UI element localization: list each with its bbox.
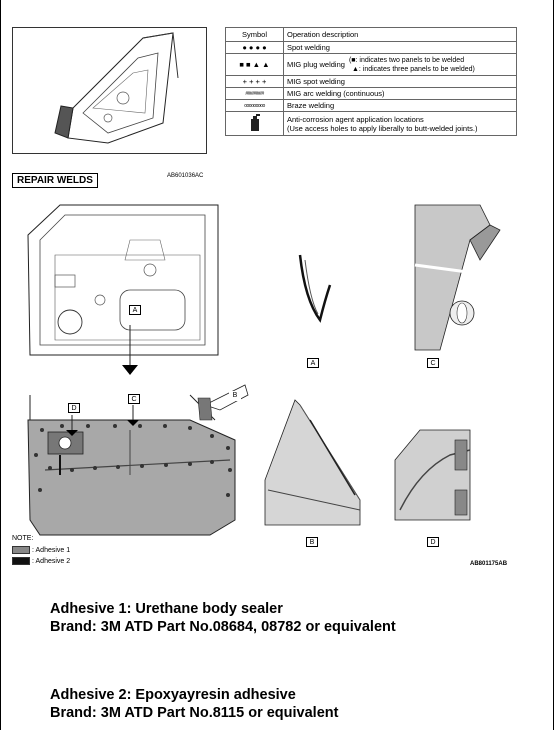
row-note: (■: indicates two panels to be welded (348, 56, 465, 64)
braze-symbol: ooooooooo (225, 99, 284, 112)
section-a-drawing (298, 254, 332, 323)
callout-d: D (68, 403, 80, 413)
thumb-figure-code: AB601036AC (167, 173, 204, 179)
table-row: ● ● ● ● Spot welding (225, 41, 517, 54)
legend-adhesive2: : Adhesive 2 (12, 557, 70, 565)
row-note: ▲: indicates three panels to be welded) (351, 65, 475, 73)
door-thumbnail-drawing (54, 32, 179, 144)
adhesive1-brand: Brand: 3M ATD Part No.08684, 08782 or eq… (50, 619, 396, 635)
table-row: + + + + MIG spot welding (225, 75, 517, 88)
adhesive1-title: Adhesive 1: Urethane body sealer (50, 601, 283, 617)
callout-a: A (129, 305, 141, 315)
note-label: NOTE: (12, 535, 34, 542)
adhesive2-brand: Brand: 3M ATD Part No.8115 or equivalent (50, 705, 339, 721)
door-outer-panel (27, 394, 236, 536)
adhesive2-title: Adhesive 2: Epoxyayresin adhesive (50, 687, 296, 703)
section-b-label: B (306, 537, 318, 547)
callout-c: C (128, 394, 140, 404)
callout-b: B (229, 391, 241, 401)
adhesive2-label: : Adhesive 2 (32, 557, 71, 565)
mig-arc-symbol: ######## (225, 87, 284, 100)
section-d-label: D (427, 537, 439, 547)
adhesive2-swatch (12, 557, 30, 565)
legend-adhesive1: : Adhesive 1 (12, 546, 70, 554)
section-b-drawing (264, 399, 361, 526)
spray-can-icon (250, 113, 260, 131)
symbol-table: Symbol Operation description ● ● ● ● Spo… (225, 27, 517, 136)
section-a-label: A (307, 358, 319, 368)
section-d-drawing (394, 429, 471, 521)
table-row: Anti-corrosion agent application locatio… (225, 111, 517, 136)
adhesive1-label: : Adhesive 1 (32, 546, 71, 554)
section-c-label: C (427, 358, 439, 368)
row-description: MIG arc welding (continuous) (283, 87, 517, 100)
row-description: Spot welding (283, 41, 517, 54)
row-description: (Use access holes to apply liberally to … (287, 123, 478, 133)
door-inner-panel (27, 204, 219, 375)
symbol-header: Symbol (225, 27, 284, 42)
main-figure-code: AB801175AB (470, 561, 508, 567)
table-row: ######## MIG arc welding (continuous) (225, 87, 517, 100)
row-description: MIG spot welding (283, 75, 517, 88)
section-c-drawing (414, 204, 501, 351)
weld-points (34, 424, 232, 497)
mig-spot-symbol: + + + + (225, 75, 284, 88)
repair-welds-figure (27, 204, 501, 536)
adhesive1-swatch (12, 546, 30, 554)
row-description: Anti-corrosion agent application locatio… (287, 114, 424, 124)
description-header: Operation description (283, 27, 517, 42)
row-description: MIG plug welding (287, 60, 345, 69)
table-row: ooooooooo Braze welding (225, 99, 517, 112)
symbol-table-header: Symbol Operation description (225, 27, 517, 42)
mig-plug-symbol: ■ ■ ▲ ▲ (225, 53, 284, 76)
row-description: Braze welding (283, 99, 517, 112)
section-title: REPAIR WELDS (12, 173, 98, 188)
door-thumbnail: AB601036AC (12, 27, 207, 179)
table-row: ■ ■ ▲ ▲ MIG plug welding (■: indicates t… (225, 53, 517, 76)
spot-weld-symbol: ● ● ● ● (225, 41, 284, 54)
